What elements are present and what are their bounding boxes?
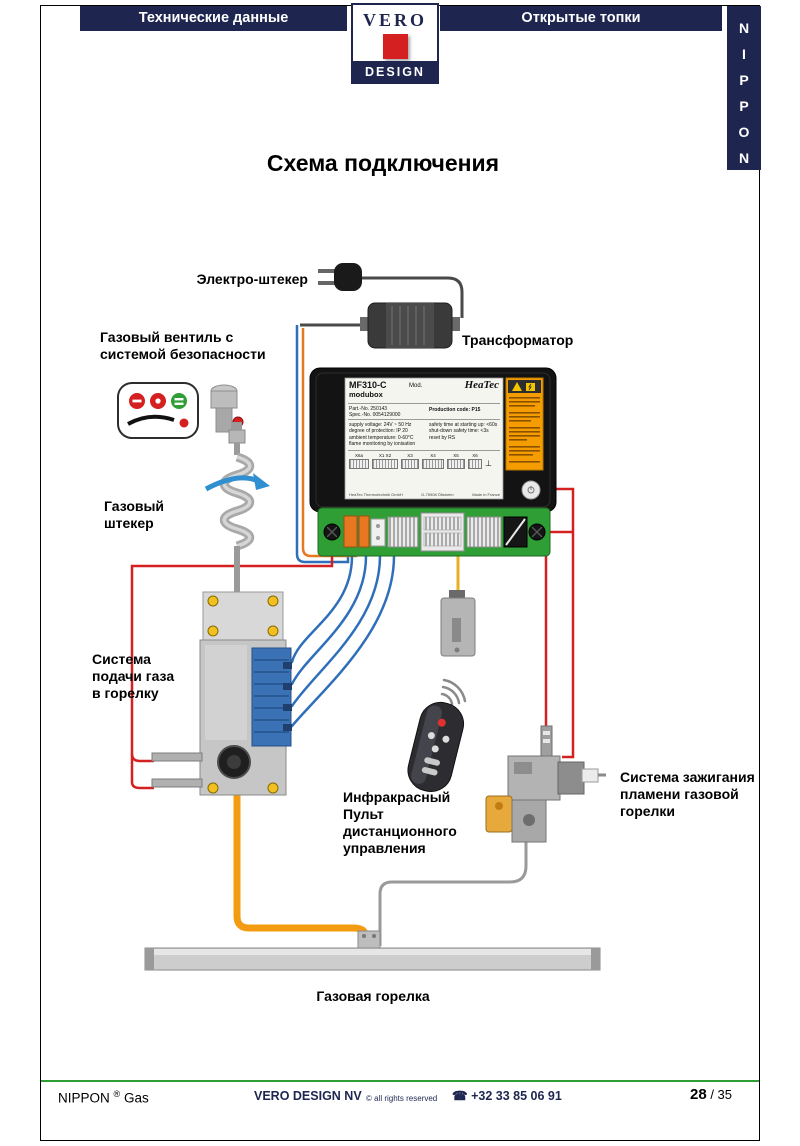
divider [348,450,500,451]
label-electric-plug: Электро-штекер [196,271,308,287]
spec-number: Spec.-No. 0054129000 [349,412,401,418]
terminal-x1x2: X1 X2 [372,453,398,469]
label-gas-supply: Система подачи газа в горелку [92,651,175,701]
gas-valve-safety-icon [117,382,199,439]
label-gas-plug: Газовый штекер [104,498,165,531]
header-right-tab: Открытые топки [440,6,722,31]
transformer-graphic [360,302,460,349]
gas-supply-graphic [151,591,292,796]
header-left-tab: Технические данные [80,6,347,31]
control-box-graphic [309,367,557,513]
vero-design-logo: VERO DESIGN [351,3,439,84]
burner-graphic [144,930,601,971]
control-box-label: MF310-C Mod. HeaTec modubox Part.-No. 25… [345,378,503,499]
registered-icon: ® [113,1089,121,1099]
label-transformer: Трансформатор [462,332,574,348]
footer-page-number: 28 / 35 [690,1086,732,1103]
control-box-footline: HeaTec Thermotechnik GmbH D-75908 Ötishe… [349,492,500,497]
sticker-text-lines [509,397,540,463]
footer-rights: © all rights reserved [366,1094,438,1103]
logo-word-design: DESIGN [353,61,437,83]
electric-plug-icon [318,263,362,291]
control-box-mod: Mod. [409,383,423,389]
specs-left: supply voltage: 24V ~ 50 Hz degree of pr… [349,422,416,448]
control-box-series: modubox [349,390,383,399]
warning-triangle-icon [512,382,522,391]
phone-icon: ☎ [452,1089,468,1103]
control-box-model: MF310-C [349,380,387,390]
footer-brand: NIPPON ® Gas [58,1089,149,1106]
footer-divider [41,1080,759,1082]
label-gas-valve: Газовый вентиль с системой безопасности [100,329,266,362]
footer-company: VERO DESIGN NV [254,1089,362,1103]
ignition-graphic [485,725,606,843]
gas-plug-hose-graphic [204,422,270,592]
label-ignition: Система зажигания пламени газовой горелк… [620,769,755,819]
sensor-graphic [440,590,476,657]
terminal-row: X6a X1 X2 X3 X4 X5 X6 ⊥ [349,453,499,475]
terminal-strip-graphic [317,507,551,557]
divider [348,403,500,404]
terminal-x6: X6 [468,453,482,469]
ir-signal-icon [440,678,467,706]
page-title: Схема подключения [266,150,500,176]
label-burner: Газовая горелка [316,988,430,1004]
logo-word-vero: VERO [362,10,427,30]
terminal-x6a: X6a [349,453,369,469]
terminal-x3: X3 [401,453,419,469]
specs-right: safety time at starting up: <60s shut-do… [429,422,498,441]
header-left-tab-label: Технические данные [138,10,289,26]
ground-symbol-icon: ⊥ [485,459,492,468]
nippon-vertical-brand: NIPPON [727,6,761,176]
logo-red-square-icon [382,34,408,59]
terminal-x5: X5 [447,453,465,469]
divider [348,419,500,420]
remote-graphic [407,701,465,792]
production-code: Production code: P15 [429,407,481,413]
terminal-x4: X4 [422,453,444,469]
footer-phone: ☎ +32 33 85 06 91 [452,1089,562,1103]
label-remote: Инфракрасный Пульт дистанционного управл… [343,789,457,856]
part-number: Part.-No. 250143 [349,406,388,412]
header-right-tab-label: Открытые топки [521,10,641,26]
heatec-brand: HeaTec [464,379,499,391]
